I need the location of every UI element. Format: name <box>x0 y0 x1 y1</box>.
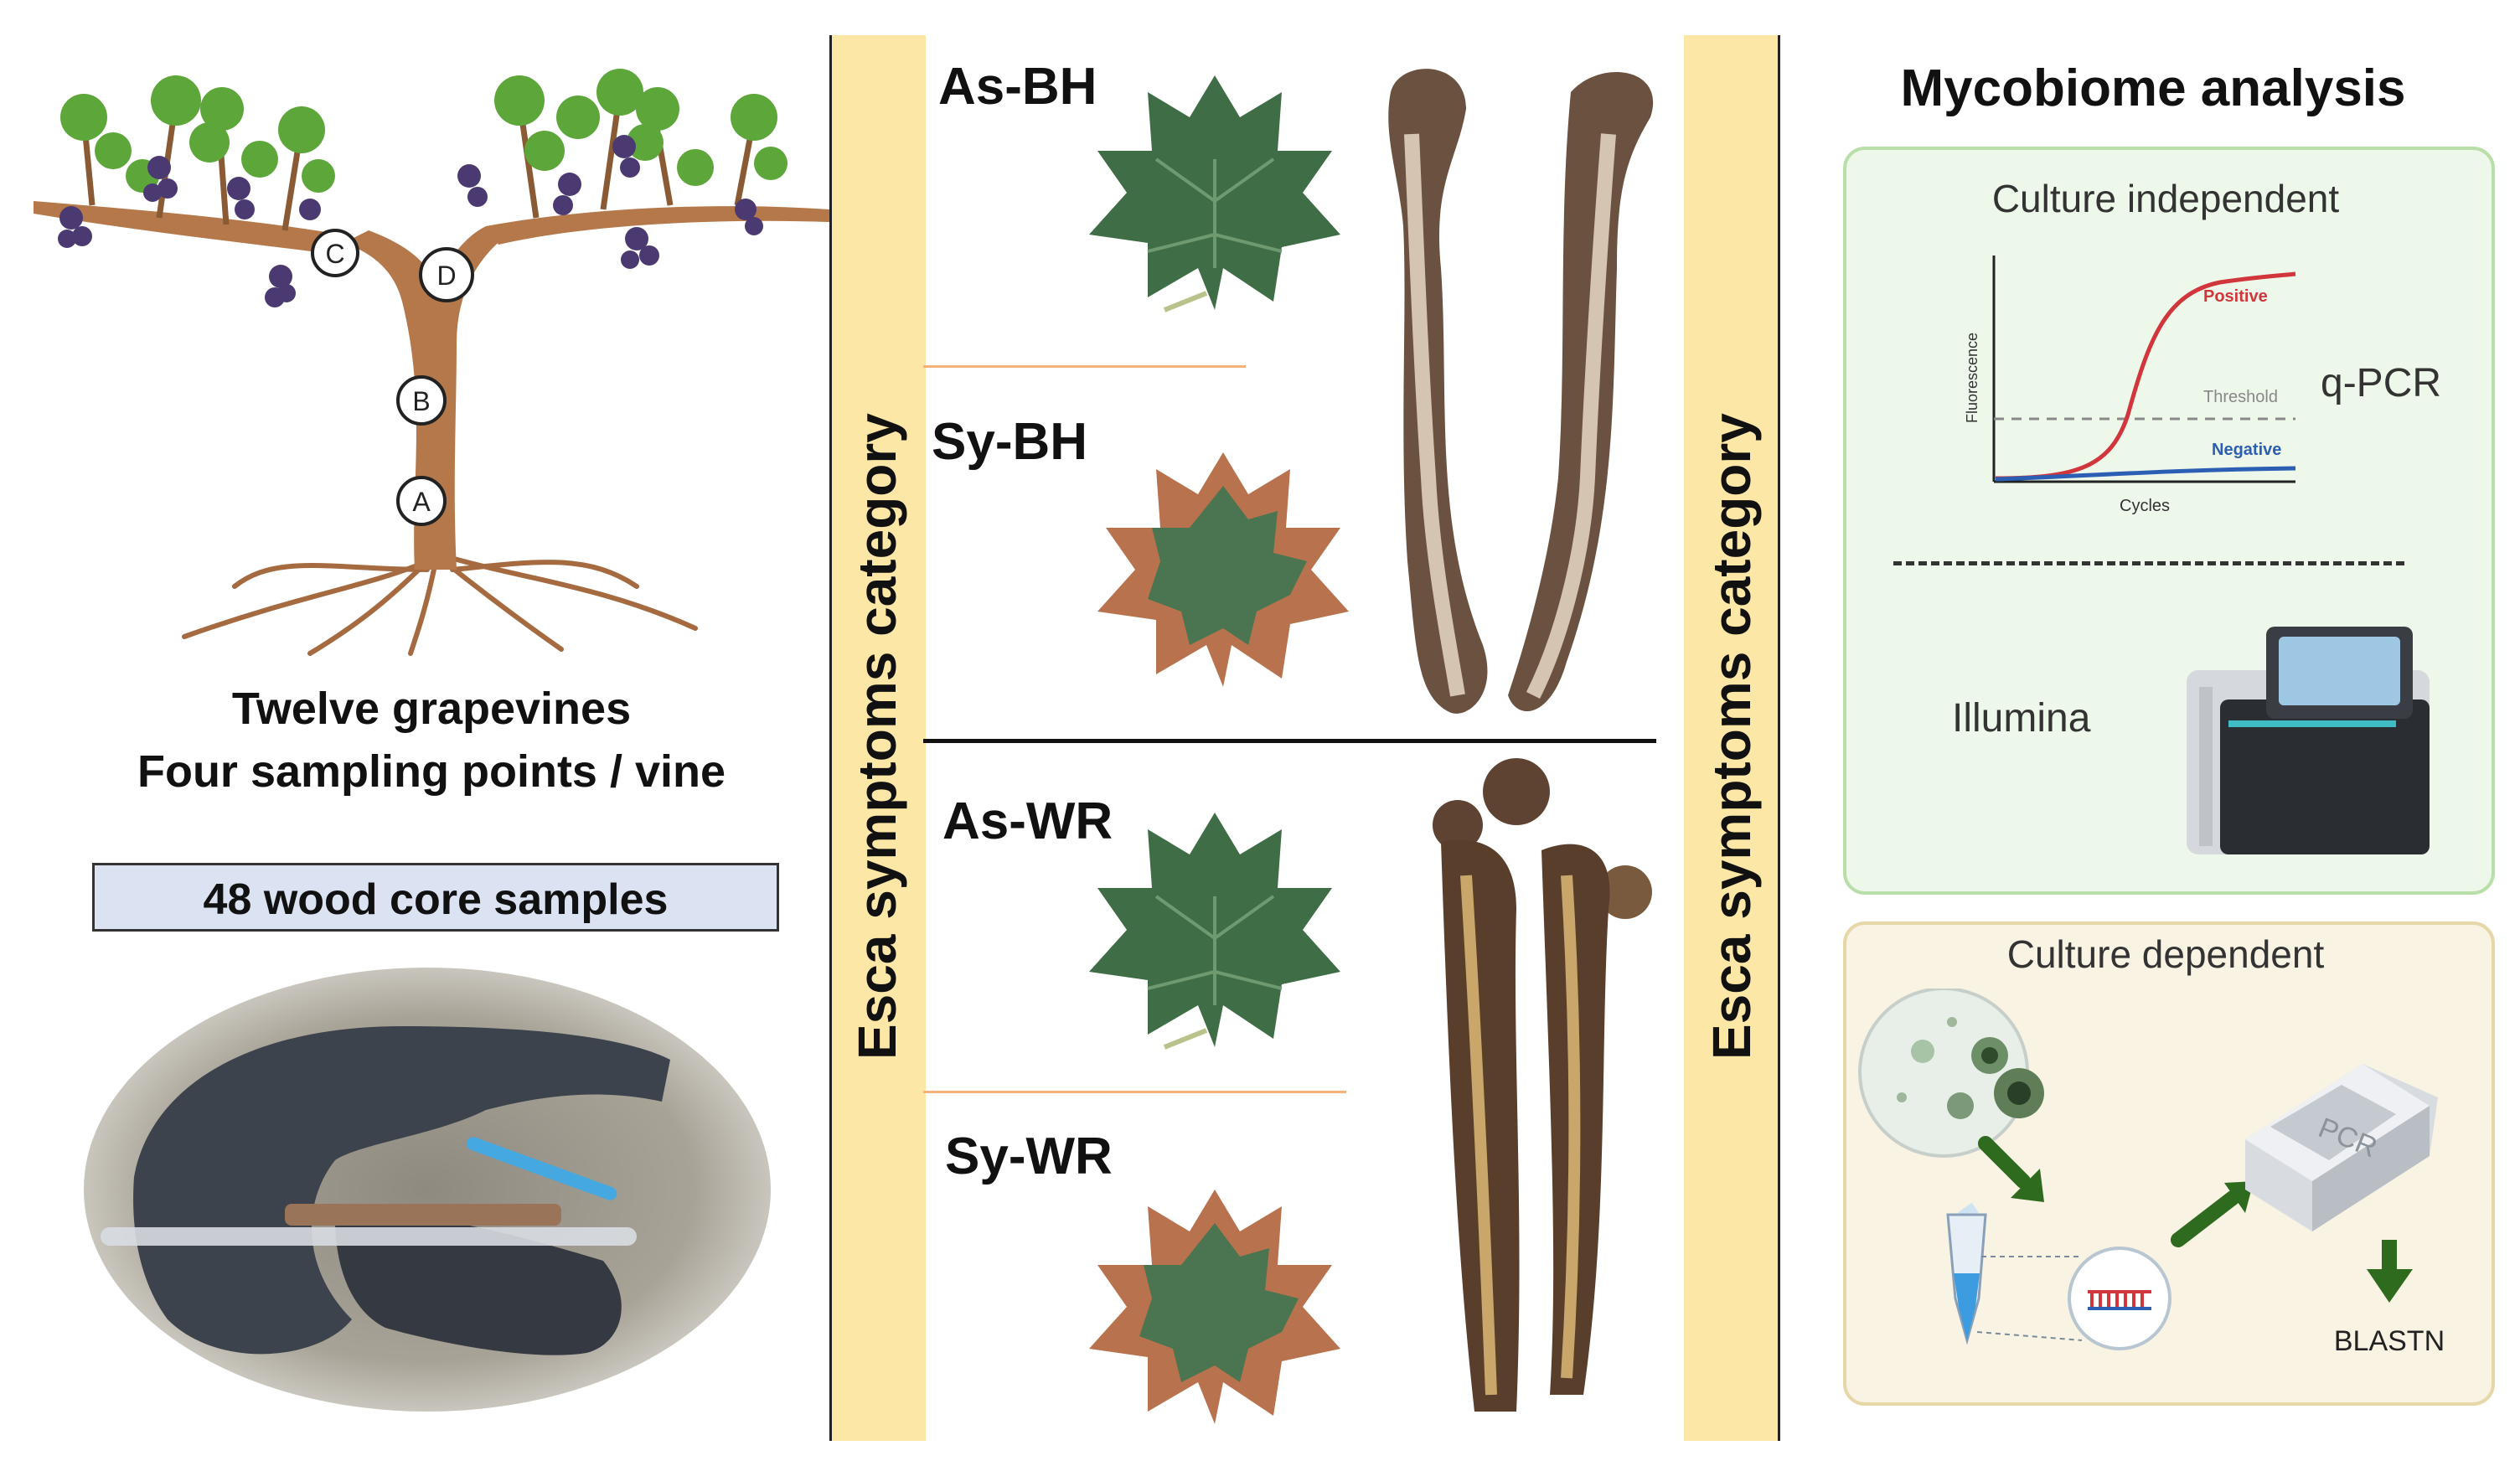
symptoms-label-right: Esca symptoms category <box>1702 413 1762 1060</box>
tube-icon <box>1946 1202 1987 1345</box>
separator-bh-wr <box>923 739 1656 743</box>
category-as-bh: As-BH <box>938 58 1097 116</box>
category-as-wr: As-WR <box>942 792 1113 850</box>
gloved-hand-illustration <box>101 1026 670 1355</box>
leaf-as-bh-image <box>1089 75 1340 312</box>
pcr-machine-icon: PCR <box>2245 1064 2438 1231</box>
point-label-d: D <box>436 261 456 291</box>
grapevine-drawing: C D B A <box>34 69 829 656</box>
culture-dependent-title: Culture dependent <box>2006 932 2325 976</box>
caption-line-2: Four sampling points / vine <box>137 746 726 797</box>
category-sy-wr: Sy-WR <box>945 1128 1113 1185</box>
illumina-label: Illumina <box>1952 696 2091 741</box>
separator-as-sy-wr <box>923 1091 1346 1093</box>
separator-as-sy-bh <box>923 365 1246 368</box>
leaf-sy-bh-image <box>1097 452 1349 687</box>
grapevine-illustration: C D B A <box>34 50 838 662</box>
point-label-c: C <box>325 239 344 269</box>
dna-magnifier-icon <box>2068 1247 2171 1350</box>
chart-positive-label: Positive <box>2203 287 2268 306</box>
panel-divider <box>1893 561 2404 565</box>
symptoms-band-right <box>1684 35 1780 1441</box>
samples-box: 48 wood core samples <box>92 863 779 932</box>
wood-section-wr-image <box>1433 758 1652 1412</box>
culture-independent-title: Culture independent <box>1991 177 2340 220</box>
sequencer-icon <box>2187 627 2430 854</box>
arrow-down-icon <box>2367 1269 2413 1303</box>
point-label-b: B <box>412 386 430 416</box>
symptoms-band-left <box>829 35 926 1441</box>
chart-negative-label: Negative <box>2212 441 2281 459</box>
blastn-label: BLASTN <box>2334 1325 2445 1357</box>
chart-y-label: Fluorescence <box>1964 333 1980 423</box>
petri-dish-icon <box>1858 989 2044 1158</box>
arrow-down-right-icon <box>2011 1169 2044 1202</box>
leaf-sy-wr-image <box>1089 1190 1340 1424</box>
culture-dependent-workflow: PCR BLASTN <box>1858 989 2445 1357</box>
symptoms-label-left: Esca symptoms category <box>847 413 907 1060</box>
category-sy-bh: Sy-BH <box>932 413 1088 471</box>
chart-x-label: Cycles <box>2120 497 2170 515</box>
wood-section-bh-image <box>1388 69 1654 714</box>
chart-threshold-label: Threshold <box>2203 388 2278 406</box>
leaf-as-wr-image <box>1089 813 1340 1050</box>
qpcr-curve-chart: Positive Threshold Negative Cycles Fluor… <box>1964 256 2296 515</box>
qpcr-label: q-PCR <box>2321 361 2442 405</box>
point-label-a: A <box>412 487 431 517</box>
wood-core-photo <box>84 968 771 1412</box>
caption-line-1: Twelve grapevines <box>231 684 632 734</box>
mycobiome-title: Mycobiome analysis <box>1900 59 2406 117</box>
